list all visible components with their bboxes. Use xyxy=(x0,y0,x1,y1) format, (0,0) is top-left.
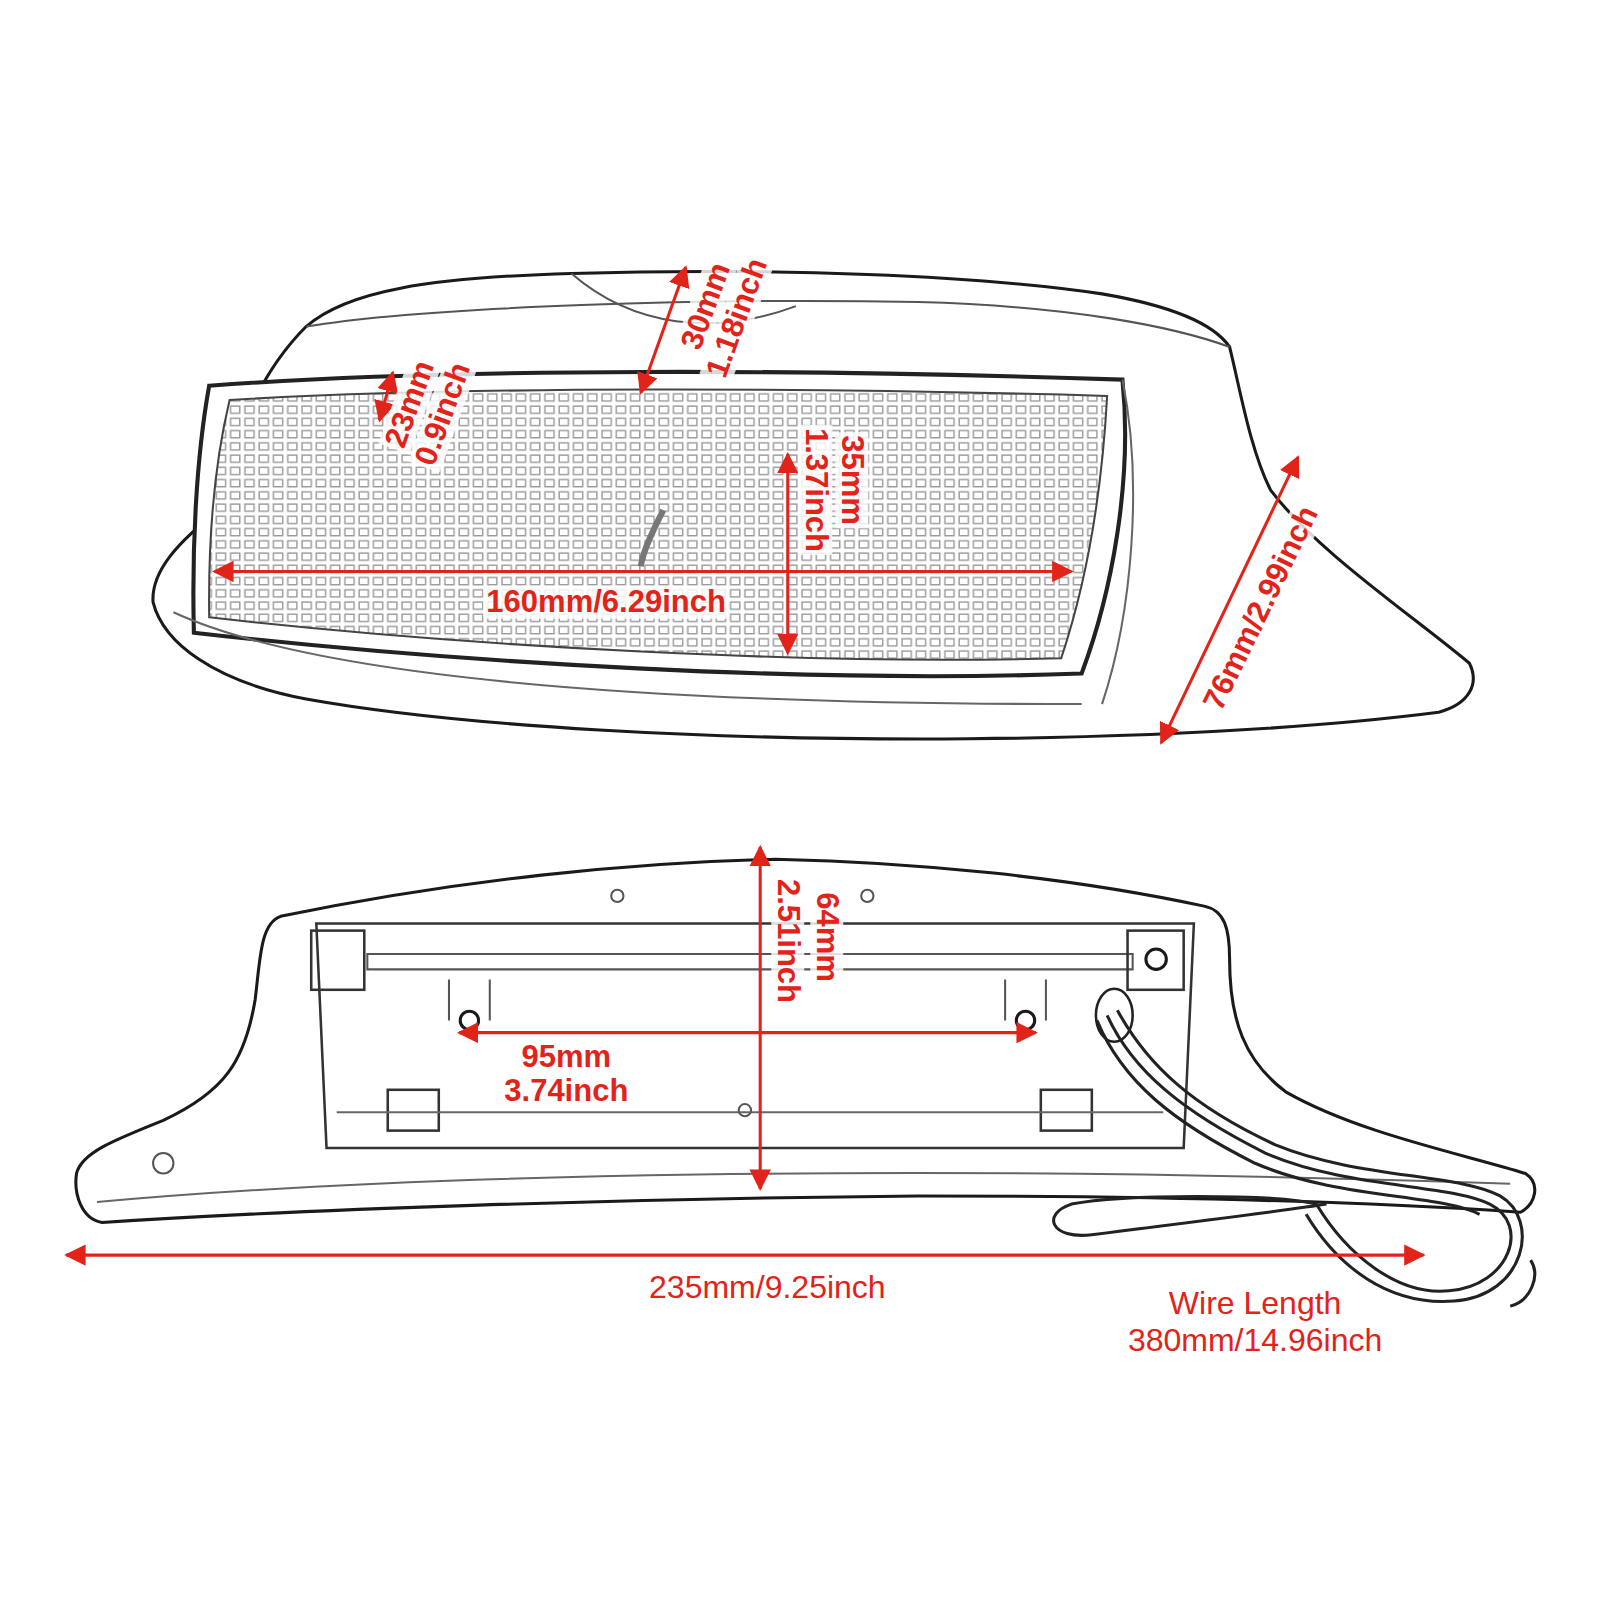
dimension-label: 1.37inch xyxy=(800,425,833,555)
dimension-label: 235mm/9.25inch xyxy=(646,1271,889,1305)
dimension-label: 160mm/6.29inch xyxy=(483,586,729,619)
wire-bundle xyxy=(1054,989,1535,1306)
dimension-label: 95mm xyxy=(519,1041,615,1074)
dimension-label: 380mm/14.96inch xyxy=(1125,1324,1385,1358)
dimension-label: 2.51inch xyxy=(771,876,804,1006)
fender-tip-rear-view xyxy=(76,859,1535,1222)
dimension-label: 64mm xyxy=(810,889,843,985)
dimension-label: 35mm xyxy=(836,432,869,528)
dimension-label: Wire Length xyxy=(1166,1287,1345,1321)
dimension-label: 3.74inch xyxy=(501,1075,631,1108)
dimension-lines xyxy=(66,267,1423,1255)
